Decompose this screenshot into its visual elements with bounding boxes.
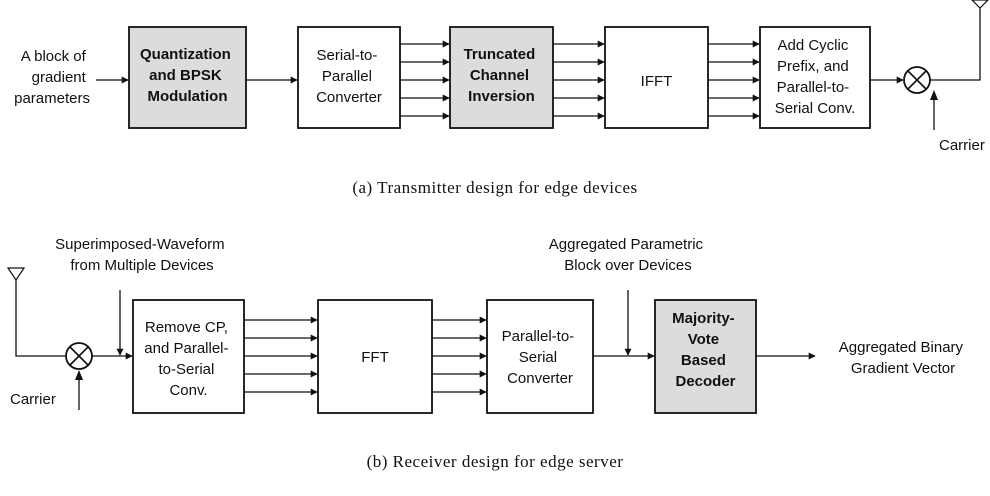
- svg-text:FFT: FFT: [361, 349, 389, 366]
- rx-carrier-label: Carrier: [10, 391, 56, 408]
- remove-cp-block: Remove CP, and Parallel- to-Serial Conv.: [132, 299, 245, 414]
- tx-input-line: parameters: [14, 90, 90, 107]
- parallel-to-serial-block: Parallel-to- Serial Converter: [486, 299, 594, 414]
- removecp-line: Remove CP,: [145, 319, 228, 336]
- rx-parallel-arrows-1: [244, 316, 318, 396]
- svg-text:IFFT: IFFT: [641, 73, 673, 90]
- tx-carrier-arrowhead: [930, 90, 938, 100]
- rx-output-label: Aggregated Binary Gradient Vector: [839, 339, 967, 377]
- aggregated-line: Block over Devices: [564, 257, 692, 274]
- quant-line: Quantization: [140, 46, 231, 63]
- svg-text:Serial-to- Parallel: Serial-to- Parallel Converter: [316, 47, 382, 106]
- p2s-line: Parallel-to-: [502, 328, 575, 345]
- transmitter-diagram: A block of gradient parameters Quantizat…: [14, 0, 989, 197]
- svg-text:Remove CP, and Paralle: Remove CP, and Parallel- to-Serial Conv.: [144, 319, 232, 399]
- tx-parallel-arrows-2: [553, 40, 605, 120]
- cp-line: Parallel-to-: [777, 79, 850, 96]
- rx-mixer-icon: [65, 342, 93, 370]
- svg-text:Majority- Vote: Majority- Vote Based Decoder: [672, 310, 739, 390]
- tci-line: Channel: [470, 67, 529, 84]
- rx-caption: (b) Receiver design for edge server: [367, 452, 624, 471]
- fft-label: FFT: [361, 349, 389, 366]
- svg-text:Quantization and BPSK: Quantization and BPSK Modulation: [140, 46, 235, 105]
- receiver-diagram: Superimposed-Waveform from Multiple Devi…: [6, 236, 967, 471]
- tx-caption: (a) Transmitter design for edge devices: [352, 178, 637, 197]
- serial-to-parallel-block: Serial-to- Parallel Converter: [297, 26, 401, 129]
- decoder-line: Vote: [688, 331, 719, 348]
- rx-antenna-feed: [15, 280, 84, 357]
- tx-input-label: A block of gradient parameters: [14, 48, 90, 107]
- quant-line: and BPSK: [149, 67, 222, 84]
- output-line: Gradient Vector: [851, 360, 955, 377]
- aggregated-line: Aggregated Parametric: [549, 236, 704, 253]
- cp-line: Serial Conv.: [775, 100, 856, 117]
- s2p-line: Serial-to-: [316, 47, 377, 64]
- tci-line: Inversion: [468, 88, 535, 105]
- output-line: Aggregated Binary: [839, 339, 964, 356]
- decoder-line: Decoder: [675, 373, 735, 390]
- quantization-bpsk-block: Quantization and BPSK Modulation: [128, 26, 247, 129]
- majority-vote-decoder-block: Majority- Vote Based Decoder: [654, 299, 757, 414]
- s2p-line: Converter: [316, 89, 382, 106]
- p2s-line: Serial: [519, 349, 557, 366]
- ifft-label: IFFT: [641, 73, 673, 90]
- svg-text:Add Cyclic Prefix, and: Add Cyclic Prefix, and Parallel-to- Seri…: [775, 37, 856, 117]
- rx-waveform-label: Superimposed-Waveform from Multiple Devi…: [55, 236, 229, 274]
- removecp-line: and Parallel-: [144, 340, 228, 357]
- tx-antenna-feed: [930, 8, 981, 81]
- ifft-block: IFFT: [604, 26, 709, 129]
- rx-carrier-arrowhead: [75, 370, 83, 380]
- tx-input-line: gradient: [32, 69, 87, 86]
- cp-line: Prefix, and: [777, 58, 849, 75]
- rx-aggregated-label: Aggregated Parametric Block over Devices: [549, 236, 707, 274]
- waveform-line: from Multiple Devices: [70, 257, 213, 274]
- tx-mixer-icon: [903, 66, 931, 94]
- decoder-line: Majority-: [672, 310, 735, 327]
- p2s-line: Converter: [507, 370, 573, 387]
- fft-block: FFT: [317, 299, 433, 414]
- svg-text:Truncated Channel: Truncated Channel Inversion: [464, 46, 540, 105]
- removecp-line: to-Serial: [158, 361, 214, 378]
- rx-antenna-icon: [6, 267, 26, 282]
- rx-parallel-arrows-2: [432, 316, 487, 396]
- cp-line: Add Cyclic: [777, 37, 848, 54]
- waveform-line: Superimposed-Waveform: [55, 236, 225, 253]
- s2p-line: Parallel: [322, 68, 372, 85]
- quant-line: Modulation: [148, 88, 228, 105]
- svg-text:Parallel-to- Serial: Parallel-to- Serial Converter: [502, 328, 579, 387]
- removecp-line: Conv.: [169, 382, 207, 399]
- tx-antenna-icon: [971, 0, 989, 9]
- decoder-line: Based: [681, 352, 726, 369]
- tx-parallel-arrows-1: [400, 40, 450, 120]
- add-cyclic-prefix-block: Add Cyclic Prefix, and Parallel-to- Seri…: [759, 26, 871, 129]
- tx-parallel-arrows-3: [708, 40, 760, 120]
- tci-line: Truncated: [464, 46, 536, 63]
- truncated-channel-inversion-block: Truncated Channel Inversion: [449, 26, 554, 129]
- tx-input-line: A block of: [21, 48, 87, 65]
- tx-carrier-label: Carrier: [939, 137, 985, 154]
